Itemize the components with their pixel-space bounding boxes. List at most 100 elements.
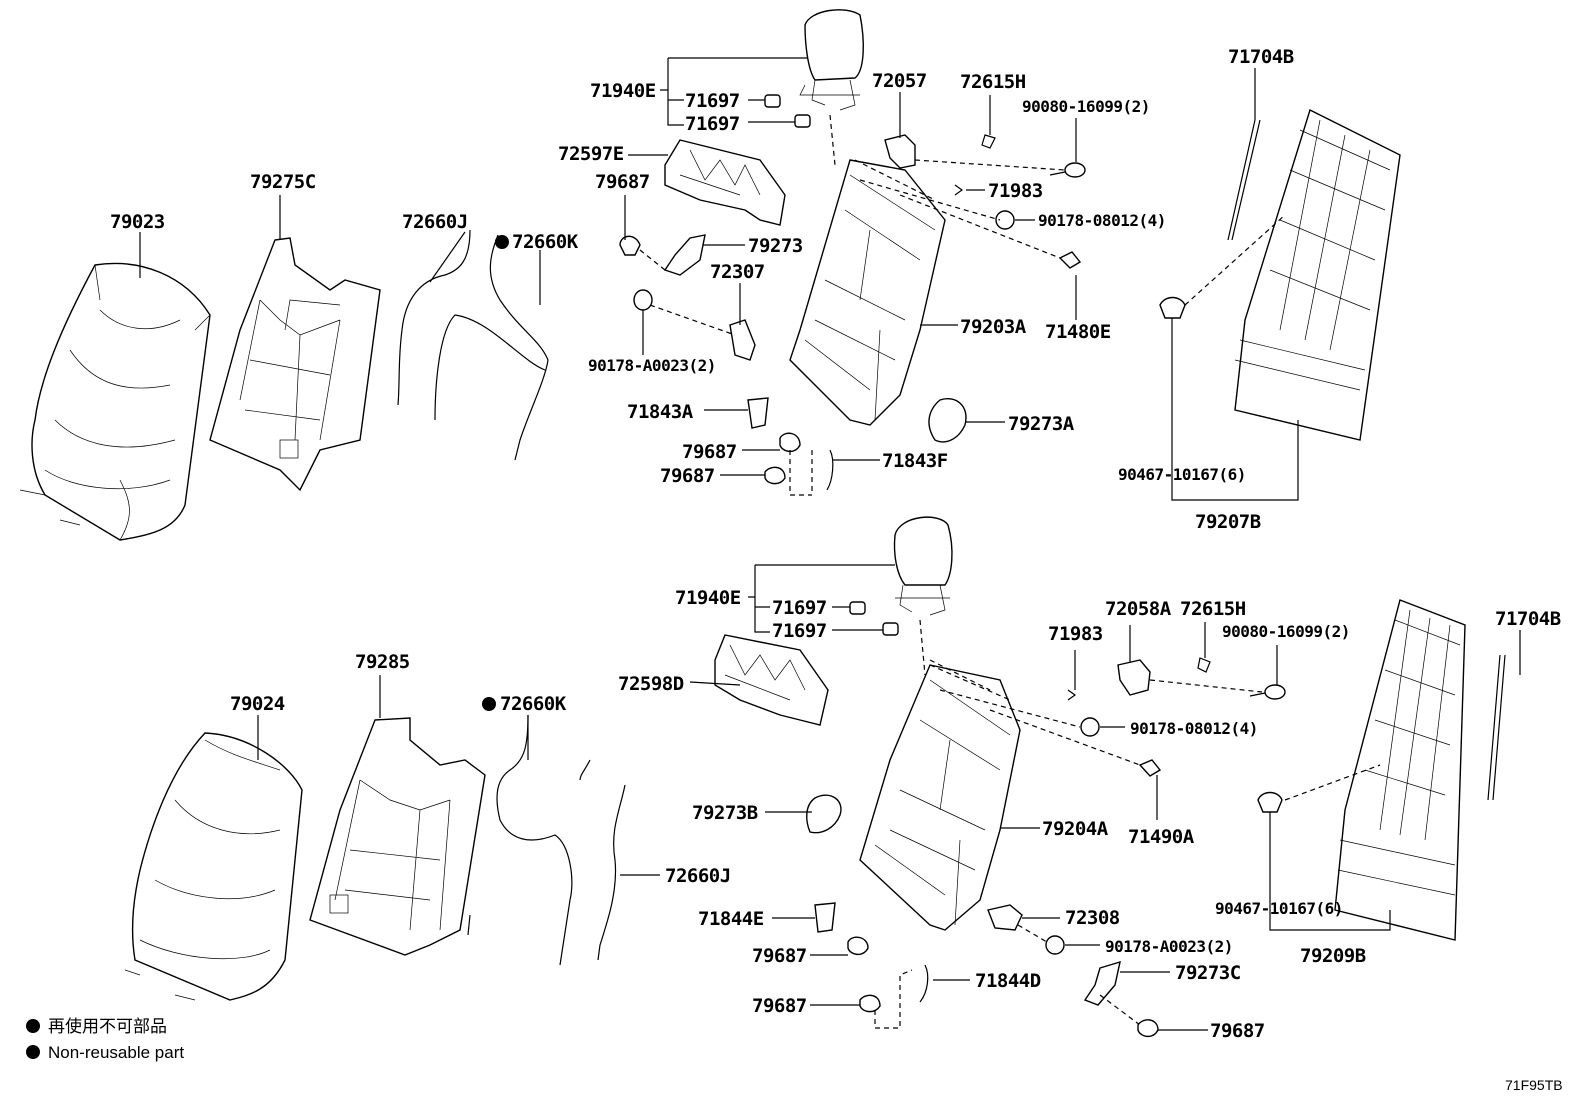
- label-90080-16099-a: 90080-16099(2): [1022, 97, 1150, 116]
- label-79273B: 79273B: [692, 802, 758, 824]
- non-reusable-mark-b: [482, 697, 496, 711]
- label-90178-A0023-a: 90178-A0023(2): [588, 356, 716, 375]
- cable-72660K-upper: [489, 234, 549, 461]
- spring-71983-a: [954, 184, 964, 196]
- label-71983-a: 71983: [988, 180, 1043, 202]
- label-72308: 72308: [1065, 907, 1120, 929]
- clip-79687-e: [859, 994, 881, 1013]
- headrest-lower: [893, 516, 953, 616]
- label-71704B-a: 71704B: [1228, 46, 1294, 68]
- label-90178-A0023-b: 90178-A0023(2): [1105, 937, 1233, 956]
- clip-79687-c: [764, 466, 786, 485]
- cable-72660J-upper: [397, 229, 546, 421]
- label-71940E-b: 71940E: [675, 587, 741, 609]
- bracket-72598D: [714, 634, 829, 726]
- legend-english: Non-reusable part: [48, 1043, 184, 1062]
- bracket-72597E: [664, 139, 786, 226]
- board-79209B: [1284, 599, 1466, 941]
- label-71697-b1: 71697: [772, 597, 827, 619]
- cover-79273C: [1083, 960, 1121, 1006]
- reference-code: 71F95TB: [1505, 1077, 1563, 1093]
- guide-71697-a2: [794, 114, 811, 128]
- bolt-90080-16099-a: [1049, 162, 1086, 178]
- label-72307: 72307: [710, 261, 765, 283]
- bracket-71843A: [747, 397, 769, 429]
- label-72058A: 72058A: [1105, 598, 1172, 620]
- clip-72615H-a: [981, 134, 996, 149]
- label-90467-10167-a: 90467-10167(6): [1118, 465, 1246, 484]
- clip-71480E: [1058, 251, 1082, 269]
- label-71843F: 71843F: [882, 450, 948, 472]
- legend-dot-1: [26, 1019, 40, 1033]
- clip-79687-d: [847, 936, 869, 956]
- label-72598D: 72598D: [618, 673, 684, 695]
- clip-71490A: [1138, 759, 1162, 777]
- non-reusable-mark-a: [495, 235, 509, 249]
- label-79203A: 79203A: [960, 316, 1027, 338]
- seat-pad-79285: [309, 717, 486, 956]
- label-72615H-a: 72615H: [960, 71, 1026, 93]
- label-79273A: 79273A: [1008, 413, 1075, 435]
- headrest-upper: [799, 9, 864, 111]
- bracket-71844E: [814, 902, 836, 933]
- legend-japanese: 再使用不可部品: [48, 1016, 167, 1036]
- label-79687-e: 79687: [752, 995, 807, 1017]
- cover-79273A: [928, 398, 967, 443]
- rod-71704B-a: [1227, 119, 1261, 241]
- cable-72660J-lower: [597, 784, 626, 961]
- label-90467-10167-b: 90467-10167(6): [1215, 899, 1343, 918]
- nut-90178-A0023-a: [633, 289, 653, 311]
- seat-cover-79023: [19, 262, 211, 541]
- label-72660J-b: 72660J: [665, 865, 731, 887]
- label-79285: 79285: [355, 651, 410, 673]
- label-71844E: 71844E: [698, 908, 764, 930]
- label-71490A: 71490A: [1128, 826, 1195, 848]
- label-71704B-b: 71704B: [1495, 608, 1561, 630]
- label-71844D: 71844D: [975, 970, 1041, 992]
- trim-71844D: [919, 964, 929, 1003]
- label-79687-c: 79687: [660, 465, 715, 487]
- label-72057: 72057: [872, 70, 927, 92]
- label-71983-b: 71983: [1048, 623, 1103, 645]
- label-79023: 79023: [110, 211, 165, 233]
- clip-72058A: [1117, 659, 1151, 696]
- label-71697-a1: 71697: [685, 90, 740, 112]
- guide-71697-b2: [882, 622, 899, 636]
- label-72597E: 72597E: [558, 143, 624, 165]
- label-90178-08012-a: 90178-08012(4): [1038, 211, 1166, 230]
- label-72660J-a: 72660J: [402, 211, 468, 233]
- rod-71704B-b: [1487, 654, 1506, 801]
- label-79687-b: 79687: [682, 441, 737, 463]
- guide-71697-b1: [849, 601, 866, 615]
- frame-79204A: [859, 659, 1141, 931]
- label-71480E: 71480E: [1045, 321, 1111, 343]
- frame-79203A: [789, 159, 1061, 426]
- legend-dot-2: [26, 1045, 40, 1059]
- nut-90178-08012-b: [1080, 717, 1100, 737]
- trim-71843F: [826, 449, 834, 491]
- clip-79687-a: [619, 235, 641, 256]
- guide-71697-a1: [764, 94, 781, 108]
- label-79687-f: 79687: [1210, 1020, 1265, 1042]
- label-72615H-b: 72615H: [1180, 598, 1246, 620]
- cable-72660K-lower: [496, 714, 573, 966]
- spring-71983-b: [1067, 689, 1077, 701]
- label-72660K-a: 72660K: [512, 231, 579, 253]
- seat-cover-79024: [124, 732, 303, 1001]
- label-90080-16099-b: 90080-16099(2): [1222, 622, 1350, 641]
- label-79687-d: 79687: [752, 945, 807, 967]
- label-72660K-b: 72660K: [500, 693, 567, 715]
- clip-79687-f: [1137, 1019, 1159, 1038]
- cover-79273: [663, 234, 706, 276]
- label-79207B: 79207B: [1195, 511, 1261, 533]
- nut-90178-A0023-b: [1045, 935, 1065, 955]
- board-79207B: [1184, 109, 1401, 441]
- clip-79687-b: [779, 432, 801, 453]
- label-79687-a: 79687: [595, 171, 650, 193]
- label-79273C: 79273C: [1175, 962, 1241, 984]
- label-79275C: 79275C: [250, 171, 316, 193]
- label-79204A: 79204A: [1042, 818, 1109, 840]
- seat-pad-79275C: [209, 237, 381, 492]
